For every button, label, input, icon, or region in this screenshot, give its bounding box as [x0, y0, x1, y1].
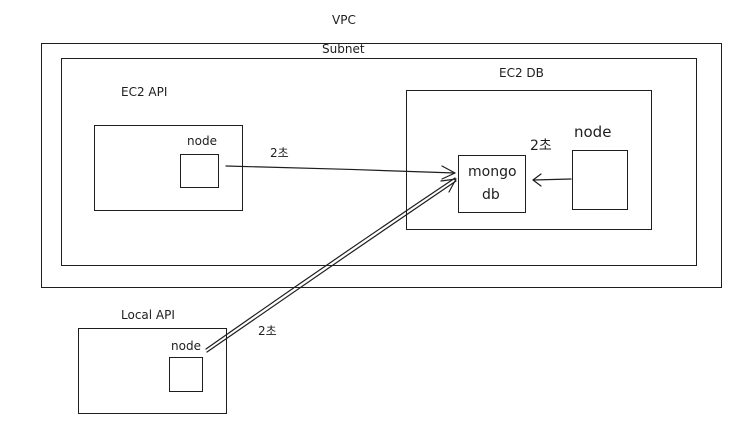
mongodb-label-line1: mongo	[468, 164, 517, 180]
ec2-db-node-label: node	[574, 123, 612, 141]
ec2-db-node-box	[572, 150, 628, 210]
vpc-label: VPC	[332, 13, 356, 27]
ec2-api-box	[94, 125, 243, 211]
local-api-node-label: node	[171, 339, 201, 353]
ec2-db-box	[406, 90, 652, 230]
ec2-api-node-box	[180, 154, 219, 188]
local-api-node-box	[169, 357, 203, 392]
local-api-label: Local API	[121, 308, 175, 322]
mongodb-box	[458, 155, 526, 213]
local-api-box	[78, 328, 227, 414]
latency-db-node-label: 2초	[530, 138, 552, 154]
mongodb-label-line2: db	[482, 187, 500, 203]
ec2-api-label: EC2 API	[121, 85, 168, 99]
ec2-api-node-label: node	[187, 134, 217, 148]
latency-api-to-db-label: 2초	[270, 146, 289, 160]
subnet-label: Subnet	[322, 42, 365, 56]
latency-local-to-db-label: 2초	[258, 324, 277, 338]
ec2-db-label: EC2 DB	[499, 66, 544, 80]
